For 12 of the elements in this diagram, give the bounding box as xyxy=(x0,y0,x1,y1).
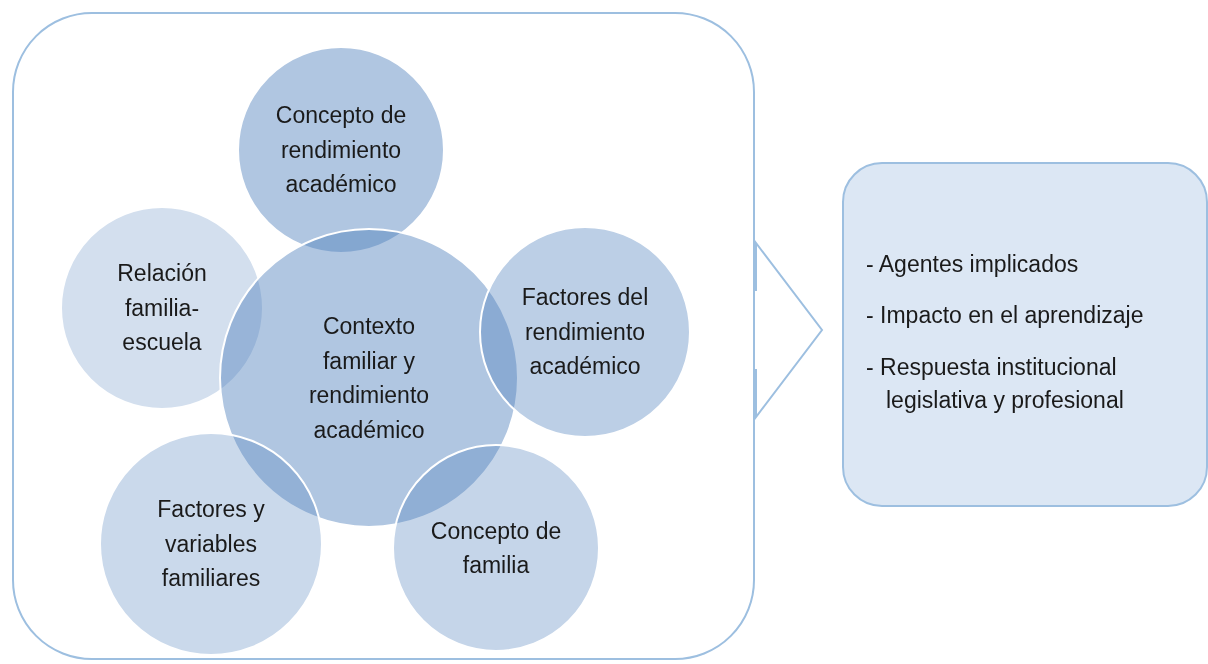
circle-label: Relación familia-escuela xyxy=(116,259,208,358)
circle-label: Factores y variables familiares xyxy=(156,495,266,594)
circle-label: Concepto de familia xyxy=(429,516,563,580)
circle-label: Concepto de rendimiento académico xyxy=(274,101,408,200)
circle-label: Contexto familiar y rendimiento académico xyxy=(307,312,431,445)
group-panel xyxy=(12,12,755,660)
circle-label: Factores del rendimiento académico xyxy=(520,283,650,382)
block-arrow xyxy=(754,240,824,420)
list-item: - Impacto en el aprendizaje xyxy=(865,301,1145,331)
summary-box xyxy=(842,162,1208,507)
list-item: - Respuesta institucional legislativa y profesional xyxy=(865,352,1125,415)
list-item: - Agentes implicados xyxy=(865,249,1080,279)
